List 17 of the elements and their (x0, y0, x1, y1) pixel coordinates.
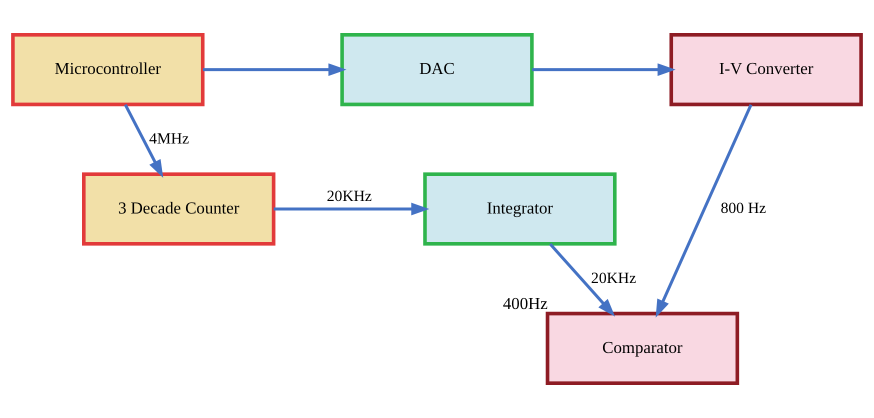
node-box: Microcontroller (11, 33, 205, 106)
node-label: 400Hz (502, 294, 548, 313)
node-box: DAC (340, 33, 534, 106)
edge-label: 800 Hz (720, 200, 766, 218)
arrow (274, 202, 430, 216)
edge-label: 4MHz (149, 130, 190, 148)
node-box: Integrator (423, 172, 617, 246)
arrow (549, 243, 616, 317)
edge-label: 20KHz (326, 188, 372, 206)
arrow (532, 63, 676, 76)
arrow (656, 104, 752, 318)
arrow (202, 63, 346, 76)
node-box: I-V Converter (669, 33, 863, 106)
node-box: 3 Decade Counter (82, 172, 276, 246)
edge-label: 20KHz (591, 270, 636, 287)
arrow (124, 104, 164, 178)
node-box: Comparator (546, 312, 740, 385)
